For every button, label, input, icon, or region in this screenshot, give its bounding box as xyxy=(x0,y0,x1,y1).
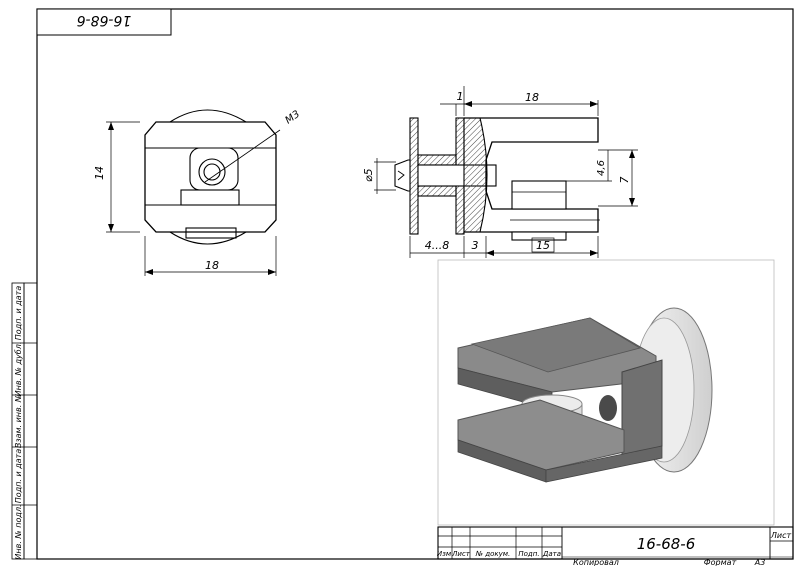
title-header-izm: Изм xyxy=(437,550,452,558)
dim-side-gap-outer: 7 xyxy=(618,177,631,184)
stamp-label-3: Взам. инв. № xyxy=(14,394,23,448)
dim-side-bottom-left: 4...8 xyxy=(425,239,450,252)
dim-side-top-large: 18 xyxy=(525,91,539,104)
dim-side-diameter: ⌀5 xyxy=(362,168,375,182)
side-view: 1 18 ⌀5 4,6 7 4...8 3 15 xyxy=(362,86,638,258)
dim-side-bottom-mid: 3 xyxy=(472,239,479,252)
title-format-value: А3 xyxy=(754,558,766,566)
dim-side-gap-inner: 4,6 xyxy=(596,160,607,176)
top-number-box: 16-68-6 xyxy=(36,8,172,36)
title-sheet-label: Лист xyxy=(770,531,792,540)
title-header-list: Лист xyxy=(451,550,471,558)
title-header-doc: № докум. xyxy=(475,550,511,558)
stamp-label-2: Инв. № дубл. xyxy=(14,342,23,397)
dim-side-top-small: 1 xyxy=(457,90,464,103)
title-block xyxy=(437,526,794,560)
front-view: M3 14 18 xyxy=(93,109,302,276)
title-header-sign: Подп. xyxy=(518,550,539,558)
model-3d xyxy=(457,307,713,483)
dim-side-bottom-right: 15 xyxy=(536,239,550,252)
title-drawing-number: 16-68-6 xyxy=(637,535,696,553)
mirrored-drawing-number: 16-68-6 xyxy=(77,12,132,28)
title-copied-label: Копировал xyxy=(573,558,619,566)
stamp-label-5: Инв. № подл. xyxy=(14,504,23,559)
side-stamp: Подп. и дата Инв. № дубл. Взам. инв. № П… xyxy=(11,282,38,560)
title-header-date: Дата xyxy=(542,550,561,558)
dim-thread-m3: M3 xyxy=(283,109,302,127)
stamp-label-4: Подп. и дата xyxy=(14,449,23,504)
dim-front-width: 18 xyxy=(205,259,219,272)
dim-front-height: 14 xyxy=(93,166,106,180)
title-format-label: Формат xyxy=(704,558,737,566)
stamp-label-1: Подп. и дата xyxy=(14,286,23,341)
